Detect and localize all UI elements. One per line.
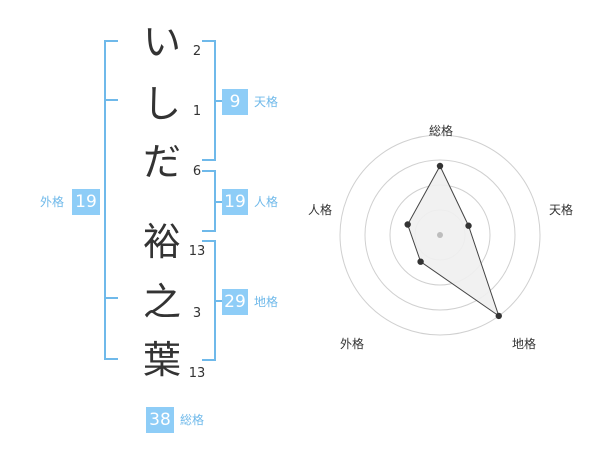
- jinkaku-label: 人格: [254, 195, 279, 209]
- radar-axis-label-soukaku: 総格: [428, 124, 453, 138]
- radar-axis-label-jinkaku: 人格: [307, 203, 332, 217]
- radar-axis-label-tenkaku: 天格: [548, 203, 573, 217]
- radar-point-1: [436, 162, 444, 170]
- radar-axis-label-chikaku: 地格: [511, 337, 536, 351]
- name-char-6: 葉: [142, 338, 181, 382]
- radar-center: [437, 232, 443, 238]
- stroke-count-1: 2: [192, 44, 202, 59]
- name-char-4: 裕: [142, 220, 181, 264]
- stroke-count-3: 6: [192, 164, 202, 179]
- gaikaku-label: 外格: [40, 195, 65, 209]
- tenkaku-badge: 9: [222, 89, 248, 115]
- name-char-5: 之: [142, 280, 181, 324]
- stroke-count-5: 3: [192, 306, 202, 321]
- radar-polygon: [407, 164, 500, 318]
- name-char-3: だ: [142, 140, 181, 184]
- radar-point-2: [465, 222, 472, 229]
- stroke-count-2: 1: [192, 104, 202, 119]
- stroke-count-6: 13: [188, 366, 206, 381]
- radar-axis-label-gaikaku: 外格: [339, 337, 364, 351]
- name-char-1: い: [142, 20, 181, 64]
- stroke-count-4: 13: [188, 244, 206, 259]
- jinkaku-badge: 19: [222, 189, 248, 215]
- radar-point-3: [495, 312, 502, 320]
- radar-ring-3: [364, 159, 516, 311]
- soukaku-label: 総格: [180, 413, 205, 427]
- radar-point-4: [417, 258, 424, 265]
- chikaku-label: 地格: [254, 295, 279, 309]
- soukaku-badge: 38: [146, 407, 174, 433]
- radar-point-5: [404, 221, 411, 228]
- radar-chart: [339, 134, 541, 336]
- name-char-2: し: [142, 82, 181, 126]
- chikaku-badge: 29: [222, 289, 248, 315]
- tenkaku-label: 天格: [254, 95, 279, 109]
- gaikaku-badge: 19: [72, 189, 100, 215]
- radar-ring-4: [339, 134, 541, 336]
